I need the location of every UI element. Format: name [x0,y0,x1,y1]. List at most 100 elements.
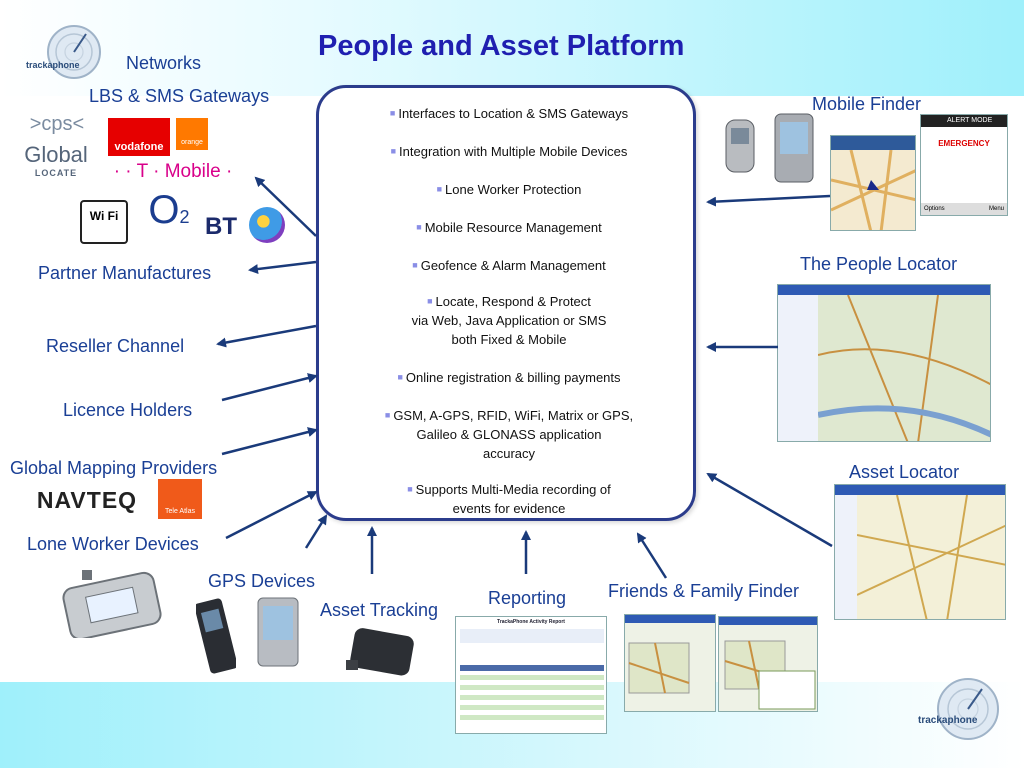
emergency-text: EMERGENCY [938,139,990,148]
alert-mode-header: ALERT MODE [921,115,1007,127]
label-asset-locator: Asset Locator [849,462,960,482]
label-people-locator: The People Locator [800,254,958,274]
label-lbs-sms-gateways: LBS & SMS Gateways [89,86,270,106]
pda-icon [774,113,814,183]
arrow-from-lone-worker-devices [225,490,318,540]
feature-text: accuracy [482,446,536,461]
feature-line: ■Lone Worker Protection [319,180,699,199]
feature-text: Supports Multi-Media recording of [415,482,611,497]
window-titlebar [835,485,1005,495]
map-roads-icon [818,295,990,441]
report-title: TrackaPhone Activity Report [497,619,565,625]
feature-text: Online registration & billing payments [405,370,621,385]
feature-item: ■Interfaces to Location & SMS Gateways [319,104,699,123]
map-roads-icon [628,642,690,694]
bullet-icon: ■ [390,146,397,156]
lone-worker-device-image [62,570,162,641]
asset-locator-screenshot [834,484,1006,620]
arrow-to-partner-manufactures [248,260,317,275]
arrow-from-asset-locator [706,472,833,548]
wifi-logo: Wi Fi [80,200,128,244]
label-friends-family-finder: Friends & Family Finder [608,581,800,601]
label-partner-manufactures: Partner Manufactures [38,263,212,283]
bullet-icon: ■ [427,296,433,306]
window-titlebar [719,617,817,625]
feature-line: ■Locate, Respond & Protect [319,292,699,311]
feature-line: both Fixed & Mobile [319,330,699,349]
orange-logo-text: orange [181,139,203,146]
label-lone-worker-devices: Lone Worker Devices [27,534,199,554]
cps-logo: >cps< [29,113,85,135]
trackaphone-logo-bottom: trackaphone [918,675,1008,745]
gps-phone-icon [194,598,238,674]
map-roads-icon [831,149,915,230]
label-mobile-finder: Mobile Finder [812,94,922,114]
feature-line: ■Supports Multi-Media recording of [319,480,699,499]
tele-atlas-logo: Tele Atlas [158,479,202,519]
window-titlebar [625,615,715,623]
vodafone-logo-text: vodafone [114,141,164,153]
o2-logo-subscript: 2 [179,207,190,227]
menu-softkey: Menu [988,206,1004,212]
trackaphone-logo-mark [47,25,101,79]
feature-item: ■Supports Multi-Media recording of events… [319,480,699,518]
feature-text: Locate, Respond & Protect [435,294,591,309]
pda-icon [257,597,299,667]
gps-pda-image [256,596,300,668]
window-titlebar [778,285,990,295]
vodafone-logo: vodafone [108,118,170,156]
global-locate-logo: Global LOCATE [20,142,92,186]
label-asset-tracking: Asset Tracking [320,600,439,620]
o2-logo-text: O [148,188,180,232]
lone-worker-device-icon [62,570,162,641]
report-table-icon [460,629,604,720]
bullet-icon: ■ [416,222,422,232]
trackaphone-logo-mark [937,678,999,740]
tele-atlas-logo-text: Tele Atlas [165,508,195,515]
bt-piper-icon [249,207,285,243]
feature-text: events for evidence [452,501,566,516]
label-gps-devices: GPS Devices [208,571,316,591]
feature-text: Galileo & GLONASS application [416,427,602,442]
feature-line: via Web, Java Application or SMS [319,311,699,330]
label-reseller-channel: Reseller Channel [46,336,185,356]
bt-logo-text: BT [205,213,237,240]
feature-text: Interfaces to Location & SMS Gateways [398,106,629,121]
feature-item: ■Mobile Resource Management [319,218,699,237]
mobile-phone-grey-image [724,118,756,174]
feature-text: both Fixed & Mobile [451,332,567,347]
map-roads-icon [857,495,1005,619]
bt-logo: BT [205,205,287,245]
map-roads-icon [724,640,816,710]
trackaphone-logo-top: trackaphone [26,22,106,82]
feature-item: ■Online registration & billing payments [319,368,699,387]
platform-features-box: ■Interfaces to Location & SMS Gateways■I… [316,85,696,521]
feature-line: accuracy [319,444,699,463]
alert-screen-footer: Options Menu [921,203,1007,215]
mobile-finder-alert-screen: ALERT MODE EMERGENCY Options Menu [920,114,1008,216]
feature-line: ■Geofence & Alarm Management [319,256,699,275]
feature-item: ■Geofence & Alarm Management [319,256,699,275]
bullet-icon: ■ [412,260,418,270]
header-gradient [0,0,1024,96]
feature-text: Integration with Multiple Mobile Devices [399,144,628,159]
feature-line: ■Interfaces to Location & SMS Gateways [319,104,699,123]
reporting-screenshot: TrackaPhone Activity Report [455,616,607,734]
mobile-pda-image [773,112,815,184]
friends-family-screenshot-2 [718,616,818,712]
global-logo-text: Global [24,142,88,167]
feature-text: GSM, A-GPS, RFID, WiFi, Matrix or GPS, [393,408,634,423]
o2-logo: O2 [145,188,193,234]
arrow-from-mobile-finder [706,194,831,207]
bullet-icon: ■ [436,184,443,194]
feature-item: ■Integration with Multiple Mobile Device… [319,142,699,161]
asset-tracking-device-image [346,624,420,680]
feature-item: ■Lone Worker Protection [319,180,699,199]
arrow-from-licence-holders [221,373,318,402]
label-networks: Networks [126,53,202,73]
label-licence-holders: Licence Holders [63,400,193,420]
feature-line: ■Mobile Resource Management [319,218,699,237]
page-title: People and Asset Platform [318,30,685,62]
t-mobile-logo: · · T · Mobile · [113,161,233,182]
